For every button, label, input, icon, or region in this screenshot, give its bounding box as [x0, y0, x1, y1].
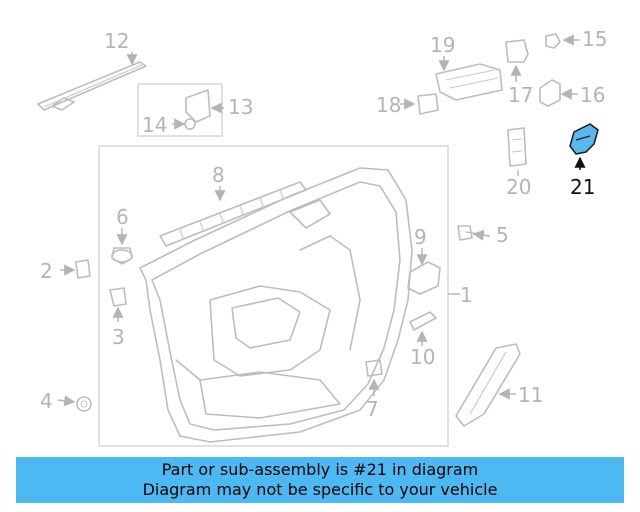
part-19-window-switch [435, 63, 503, 101]
callout-13: 13 [228, 95, 253, 119]
leader-lines [57, 34, 586, 407]
callout-3: 3 [112, 325, 125, 349]
callout-18: 18 [376, 93, 401, 117]
callout-4: 4 [40, 389, 53, 413]
banner-line-1: Part or sub-assembly is #21 in diagram [161, 460, 479, 479]
part-18-switch [417, 93, 439, 115]
callout-9: 9 [414, 225, 427, 249]
part-9-switch-bezel [407, 261, 441, 295]
callout-15: 15 [582, 27, 607, 51]
part-8-trim-strip [159, 181, 307, 247]
callout-2: 2 [40, 259, 53, 283]
callout-19: 19 [430, 33, 455, 57]
part-4-screw [76, 396, 92, 412]
callout-8: 8 [212, 163, 225, 187]
part-5-bolt [457, 225, 479, 241]
callout-10: 10 [410, 345, 435, 369]
part-10-trim [409, 311, 437, 331]
part-3-clip [109, 287, 127, 307]
callout-11: 11 [518, 383, 543, 407]
callout-5: 5 [496, 223, 509, 247]
part-11-trim-panel [455, 343, 521, 427]
part-20-button [507, 127, 527, 167]
callout-12: 12 [104, 29, 129, 53]
part-2-retainer [75, 259, 91, 279]
callout-numbers: 1 2 3 4 5 6 7 8 9 10 11 12 13 14 15 16 1… [40, 27, 607, 421]
info-banner: Part or sub-assembly is #21 in diagram D… [16, 457, 624, 503]
banner-line-2: Diagram may not be specific to your vehi… [142, 480, 498, 499]
part-1-door-panel [98, 145, 449, 447]
part-17-switch [505, 39, 529, 63]
callout-1: 1 [460, 283, 473, 307]
callout-17: 17 [508, 83, 533, 107]
part-21-highlighted [569, 123, 599, 155]
part-12-belt-molding [37, 61, 147, 111]
part-7-clip [365, 359, 383, 377]
callout-14: 14 [142, 113, 167, 137]
callout-21-highlighted: 21 [570, 175, 595, 199]
part-16-bracket [539, 79, 561, 107]
part-6-clip [111, 247, 133, 265]
callout-7: 7 [366, 397, 379, 421]
part-15-nut [545, 33, 561, 49]
callout-16: 16 [580, 83, 605, 107]
callout-6: 6 [116, 205, 129, 229]
callout-20: 20 [506, 175, 531, 199]
